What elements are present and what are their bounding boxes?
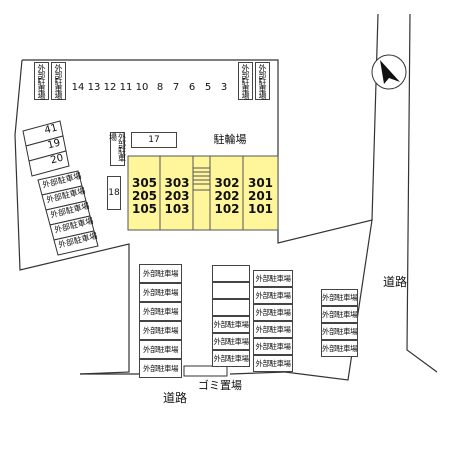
empty-stall: [212, 265, 250, 282]
room-number: 103: [164, 202, 190, 216]
external-parking-cell: 外部駐車場: [321, 323, 358, 340]
room-number: 201: [247, 189, 274, 203]
spot-number: 8: [156, 82, 164, 93]
spot-17: 17: [131, 132, 177, 148]
spot-number: 12: [103, 82, 117, 93]
room-number: 305: [131, 176, 158, 190]
external-parking-top-right-2: 外部駐車場: [255, 62, 270, 100]
room-number: 301: [247, 176, 274, 190]
external-parking-cell: 外部駐車場: [212, 316, 250, 333]
room-number: 303: [164, 176, 190, 190]
room-number: 205: [131, 189, 158, 203]
bicycle-parking-label: 駐輪場: [213, 133, 247, 146]
external-parking-top-left: 外部駐車場: [34, 62, 49, 100]
spot-number: 3: [220, 82, 228, 93]
external-parking-cell: 外部駐車場: [321, 340, 358, 357]
spot-number: 11: [119, 82, 133, 93]
external-parking-cell: 外部駐車場: [321, 306, 358, 323]
spot-18: 18: [107, 176, 121, 210]
room-column-2: 303 203 103: [161, 177, 193, 216]
external-parking-cell: 外部駐車場: [253, 287, 293, 304]
external-parking-cell: 外部駐車場: [253, 304, 293, 321]
external-parking-cell: 外部駐車場: [139, 321, 182, 340]
road-label-right: 道路: [382, 275, 407, 289]
room-column-4: 301 201 101: [244, 177, 277, 216]
room-number: 105: [131, 202, 158, 216]
room-column-3: 302 202 102: [211, 177, 243, 216]
room-number: 101: [247, 202, 274, 216]
external-parking-cell: 外部駐車場: [139, 283, 182, 302]
spot-number: 10: [135, 82, 149, 93]
external-parking-side: 外部駐車場: [109, 132, 127, 166]
external-parking-cell: 外部駐車場: [139, 264, 182, 283]
spot-number: 5: [204, 82, 212, 93]
road-label-bottom: 道路: [162, 391, 187, 405]
external-parking-cell: 外部駐車場: [253, 355, 293, 372]
spot-number: 13: [87, 82, 101, 93]
external-parking-cell: 外部駐車場: [139, 302, 182, 321]
room-number: 102: [214, 202, 240, 216]
external-parking-cell: 外部駐車場: [321, 289, 358, 306]
north-arrow-icon: [380, 60, 400, 84]
garbage-area-label: ゴミ置場: [198, 379, 242, 392]
external-parking-cell: 外部駐車場: [253, 270, 293, 287]
spot-number: 14: [71, 82, 85, 93]
external-parking-top-left-2: 外部駐車場: [51, 62, 66, 100]
room-column-1: 305 205 105: [129, 177, 160, 216]
empty-stall: [212, 299, 250, 316]
external-parking-cell: 外部駐車場: [253, 321, 293, 338]
room-number: 302: [214, 176, 240, 190]
empty-stall: [212, 282, 250, 299]
external-parking-top-right: 外部駐車場: [238, 62, 253, 100]
spot-number: 7: [172, 82, 180, 93]
external-parking-cell: 外部駐車場: [139, 359, 182, 378]
room-number: 202: [214, 189, 240, 203]
room-number: 203: [164, 189, 190, 203]
external-parking-cell: 外部駐車場: [212, 350, 250, 367]
spot-number: 6: [188, 82, 196, 93]
external-parking-cell: 外部駐車場: [212, 333, 250, 350]
external-parking-cell: 外部駐車場: [139, 340, 182, 359]
external-parking-cell: 外部駐車場: [253, 338, 293, 355]
